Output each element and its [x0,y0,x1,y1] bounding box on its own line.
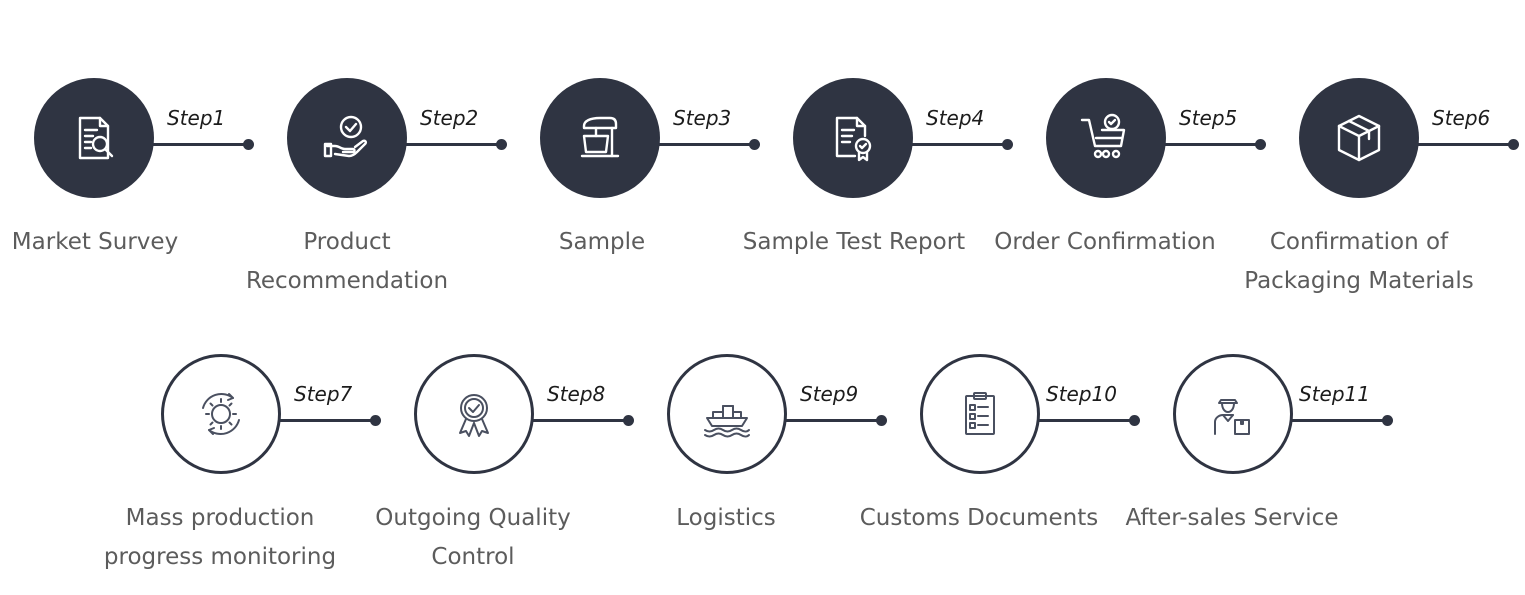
step-9-label: Step9 [800,382,859,406]
step-11-circle [1173,354,1293,474]
step-3-circle [540,78,660,198]
step-7-circle [161,354,281,474]
step-2-dot [496,139,507,150]
delivery-person-icon [1214,399,1250,435]
step-6-dot [1508,139,1519,150]
step-10-title: Customs Documents [859,505,1099,531]
step-9-title: Logistics [676,505,776,531]
step-4-connector [911,143,1007,146]
step-4-circle [793,78,913,198]
hand-check-icon [323,115,368,158]
step-1-dot [243,139,254,150]
step-1-circle [34,78,154,198]
step-7-label: Step7 [294,382,353,406]
step-11-label: Step11 [1299,382,1370,406]
step-5-circle [1046,78,1166,198]
step-6-circle [1299,78,1419,198]
award-ribbon-icon [459,394,489,437]
shopping-cart-check-icon [1080,113,1126,159]
step-10-dot [1129,415,1140,426]
step-2-label: Step2 [420,106,479,130]
step-5-connector [1164,143,1260,146]
step-4-dot [1002,139,1013,150]
step-8-circle [414,354,534,474]
step-5-label: Step5 [1179,106,1238,130]
step-2-connector [405,143,501,146]
step-2-circle [287,78,407,198]
step-8-dot [623,415,634,426]
step-10-connector [1038,419,1134,422]
step-6-connector [1417,143,1513,146]
step-11-dot [1382,415,1393,426]
step-6-label: Step6 [1432,106,1491,130]
clipboard-checklist-icon [965,392,995,435]
step-3-title: Sample [558,229,646,255]
cargo-ship-icon [704,405,750,438]
step-3-connector [658,143,754,146]
step-5-title: Order Confirmation [994,229,1216,255]
step-8-label: Step8 [547,382,606,406]
step-9-circle [667,354,787,474]
step-8-connector [532,419,628,422]
step-3-dot [749,139,760,150]
step-1-title: Market Survey [11,229,179,255]
step-11-connector [1291,419,1387,422]
step-7-dot [370,415,381,426]
step-7-connector [279,419,375,422]
step-9-connector [785,419,881,422]
step-10-circle [920,354,1040,474]
step-10-label: Step10 [1046,382,1117,406]
magnifier-document-icon [78,116,114,160]
package-box-icon [1337,114,1381,162]
step-1-connector [152,143,248,146]
gear-refresh-icon [202,393,240,435]
step-4-label: Step4 [926,106,985,130]
step-4-title: Sample Test Report [742,229,966,255]
step-11-title: After-sales Service [1125,505,1339,531]
step-5-dot [1255,139,1266,150]
stand-mixer-icon [580,116,620,158]
step-1-label: Step1 [167,106,226,130]
certificate-document-icon [835,116,872,162]
step-9-dot [876,415,887,426]
step-3-label: Step3 [673,106,732,130]
